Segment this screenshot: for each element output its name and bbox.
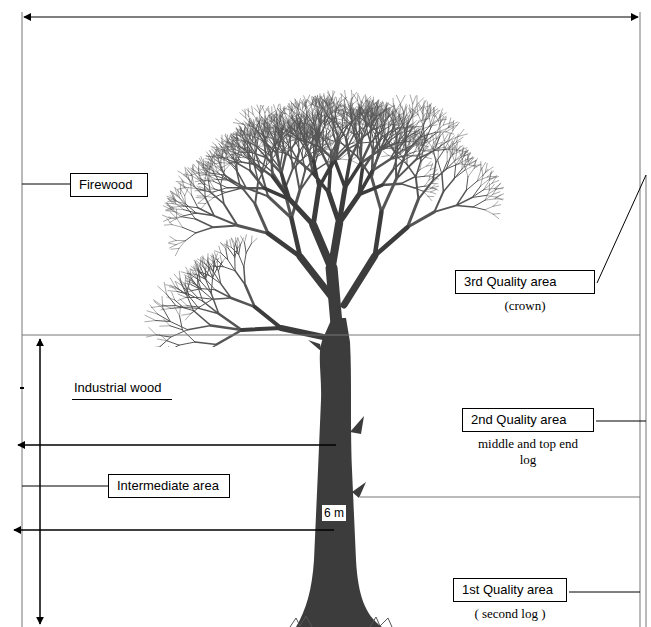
section-arrow bbox=[14, 529, 334, 531]
area-label-box: Industrial wood bbox=[72, 377, 172, 400]
leader-line bbox=[22, 184, 70, 185]
area-name: 2nd Quality area bbox=[462, 408, 594, 432]
frame-line bbox=[22, 12, 23, 627]
area-note: ( second log ) bbox=[472, 606, 547, 622]
area-name: Industrial wood bbox=[72, 377, 172, 400]
area-label-box: 1st Quality area ( second log ) bbox=[453, 578, 567, 622]
branch-stub bbox=[350, 416, 364, 434]
tree-branches bbox=[156, 109, 486, 347]
height-arrow bbox=[39, 339, 41, 624]
area-name: Firewood bbox=[70, 173, 148, 197]
tree-branches bbox=[213, 152, 456, 227]
leader-line bbox=[22, 486, 108, 487]
tree-branches bbox=[188, 122, 474, 347]
dimension-label: 6 m bbox=[322, 505, 346, 521]
section-line bbox=[360, 497, 640, 498]
area-label-box: 3rd Quality area (crown) bbox=[455, 270, 595, 314]
tree-trunk bbox=[296, 318, 382, 627]
tree-branches bbox=[290, 187, 359, 225]
area-label-box: Firewood bbox=[70, 173, 148, 197]
branch-stub bbox=[352, 482, 366, 498]
area-name: 1st Quality area bbox=[453, 578, 567, 602]
tree-branches bbox=[281, 328, 328, 338]
area-note: middle and top end log bbox=[470, 436, 586, 468]
height-arrow bbox=[24, 17, 638, 18]
frame-line bbox=[640, 12, 641, 627]
tree-branches bbox=[242, 307, 281, 330]
area-note: (crown) bbox=[502, 298, 547, 314]
area-label-box: Intermediate area bbox=[108, 474, 230, 498]
frame-line bbox=[646, 175, 647, 627]
area-name: Intermediate area bbox=[108, 474, 230, 498]
section-arrow bbox=[18, 444, 336, 446]
tree-branches bbox=[264, 160, 382, 200]
divider-line bbox=[22, 335, 640, 336]
leader-line bbox=[569, 592, 640, 593]
area-label-box: 2nd Quality area middle and top end log bbox=[462, 408, 594, 468]
tree-branches bbox=[211, 138, 401, 345]
tree-branches bbox=[145, 90, 504, 347]
tree-branches bbox=[313, 223, 339, 268]
grass bbox=[290, 616, 392, 627]
leader-line bbox=[596, 421, 646, 422]
branch-stub bbox=[308, 340, 322, 352]
area-name: 3rd Quality area bbox=[455, 270, 595, 294]
leader-line bbox=[597, 175, 646, 283]
tree-crown bbox=[145, 90, 504, 347]
leader-tick bbox=[20, 387, 24, 389]
